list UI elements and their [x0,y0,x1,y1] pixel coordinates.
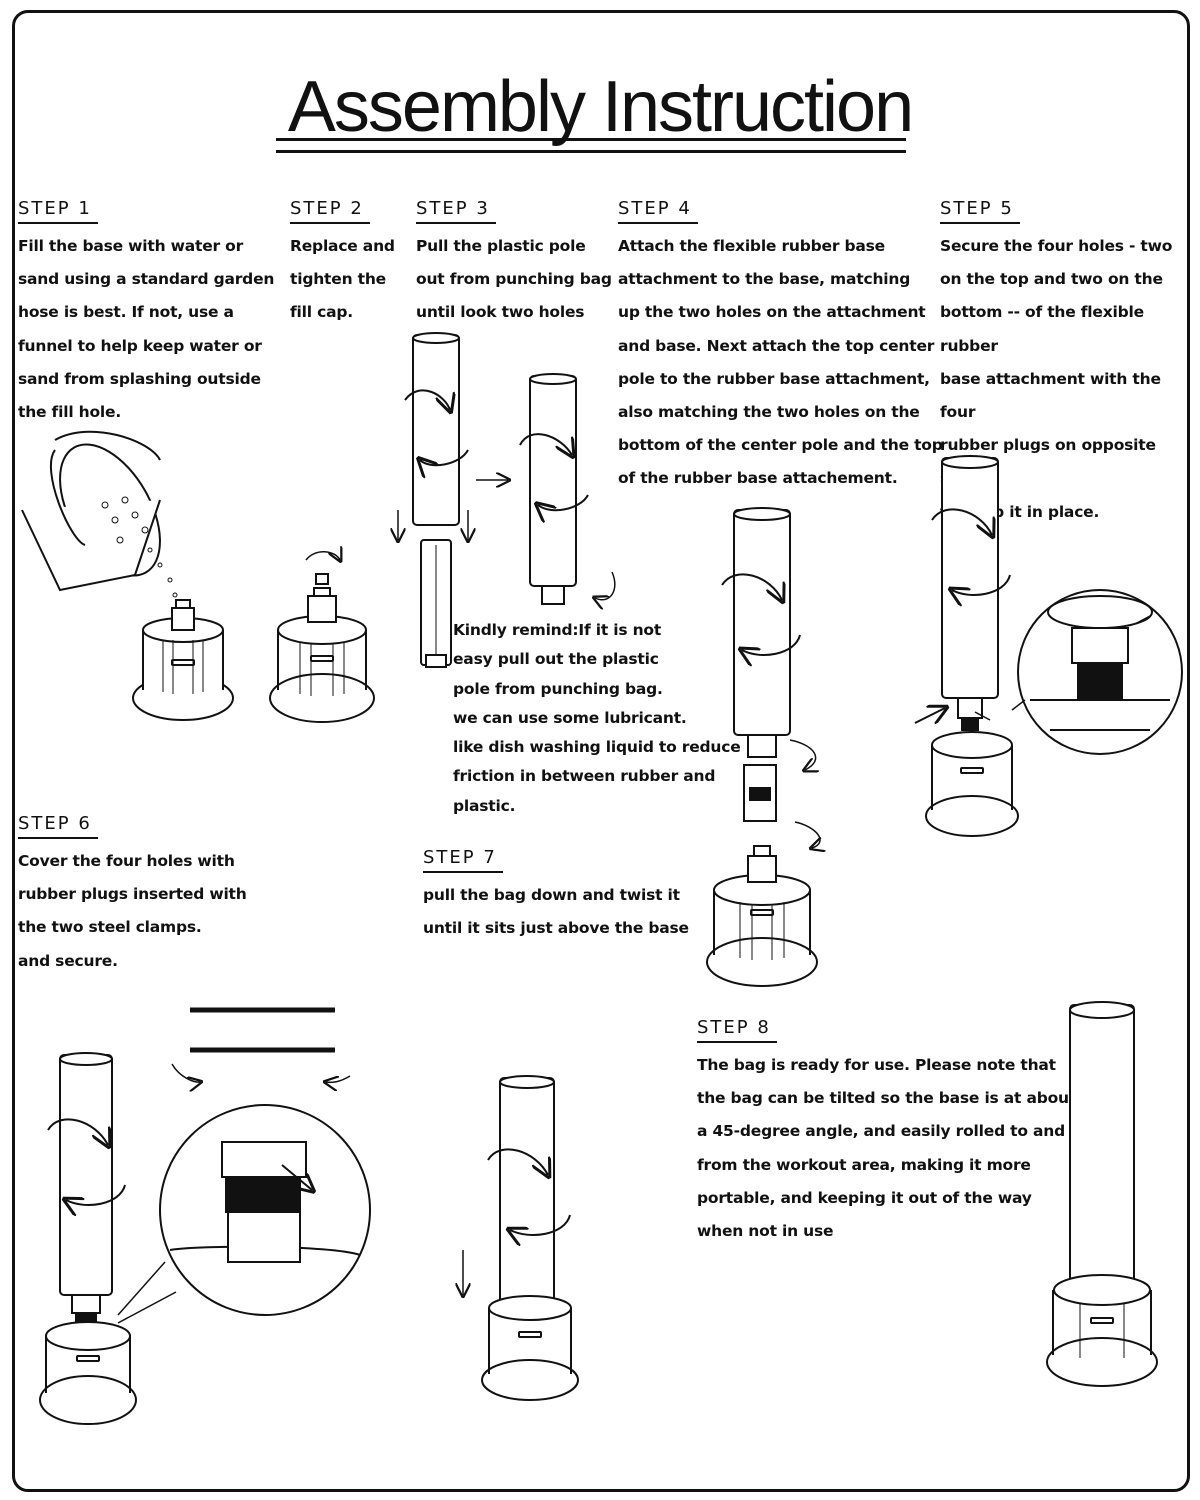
step-2-line: fill cap. [290,303,353,322]
step-3-line: out from punching bag [416,270,612,289]
ready-bag-illustration [1046,1001,1158,1387]
pole-pull-illustration [398,332,616,668]
step-6-line: Cover the four holes with [18,852,235,870]
step-4: STEP 4 Attach the flexible rubber base a… [618,198,943,496]
lubricant-note: Kindly remind:If it is not easy pull out… [453,616,741,821]
step-8-line: portable, and keeping it out of the way [697,1188,1032,1207]
step-1-line: the fill hole. [18,403,122,422]
step-3: STEP 3 Pull the plastic pole out from pu… [416,198,612,330]
step-4-line: Attach the flexible rubber base [618,237,885,255]
step-1-text: Fill the base with water or sand using a… [18,230,274,429]
sand-grains [101,496,183,608]
step-5-line: base attachment with the four [940,369,1161,422]
step-4-heading: STEP 4 [618,198,698,224]
note-line: pole from punching bag. [453,679,663,698]
step-1: STEP 1 Fill the base with water or sand … [18,198,274,429]
note-line: easy pull out the plastic [453,650,659,669]
step-3-heading: STEP 3 [416,198,496,224]
step-8-text: The bag is ready for use. Please note th… [697,1049,1076,1248]
step-7-text: pull the bag down and twist it until it … [423,879,689,945]
step-1-line: funnel to help keep water or [18,336,262,355]
step-6: STEP 6 Cover the four holes with rubber … [18,813,247,978]
step-4-line: pole to the rubber base attachment, [618,369,930,388]
step-8-line: the bag can be tilted so the base is at … [697,1089,1077,1108]
step-4-line: attachment to the base, matching [618,270,911,289]
step-7-heading: STEP 7 [423,847,503,873]
step-5-heading: STEP 5 [940,198,1020,224]
step-1-line: Fill the base with water or [18,237,244,255]
step-5-line: on the top and two on the [940,270,1163,289]
step-4-text: Attach the flexible rubber base attachme… [618,230,943,496]
title-underline-double [276,150,906,153]
step-4-line: and base. Next attach the top center [618,336,935,355]
step-3-text: Pull the plastic pole out from punching … [416,230,612,330]
note-line: plastic. [453,796,516,815]
step-1-line: hose is best. If not, use a [18,303,234,322]
step-6-line: the two steel clamps. [18,918,202,937]
step-6-line: rubber plugs inserted with [18,885,247,904]
step-2-text: Replace and tighten the fill cap. [290,230,395,330]
plug-secure-illustration [914,455,1183,837]
step-3-line: until look two holes [416,303,585,322]
step-7-line: until it sits just above the base [423,919,689,938]
step-8-heading: STEP 8 [697,1017,777,1043]
step-8-line: from the workout area, making it more [697,1155,1031,1174]
twist-down-illustration [463,1075,579,1401]
step-5-line: bottom -- of the flexible rubber [940,303,1144,355]
pole-attach-illustration [706,507,820,987]
step-8-line: a 45-degree angle, and easily rolled to … [697,1122,1066,1141]
step-2-line: Replace and [290,237,395,255]
step-1-heading: STEP 1 [18,198,98,224]
base-cap-illustration [269,552,375,723]
page-title: Assembly Instruction [287,67,914,147]
clamp-cover-illustration [39,1007,371,1425]
step-5-line: Secure the four holes - two [940,237,1173,255]
step-6-line: and secure. [18,951,118,970]
step-8: STEP 8 The bag is ready for use. Please … [697,1017,1076,1248]
title-underline [276,138,906,141]
note-line: Kindly remind:If it is not [453,621,662,639]
step-3-line: Pull the plastic pole [416,237,586,255]
step-2-line: tighten the [290,270,386,289]
step-6-text: Cover the four holes with rubber plugs i… [18,845,247,978]
step-4-line: of the rubber base attachement. [618,469,898,488]
note-line: friction in between rubber and [453,767,716,786]
step-8-line: The bag is ready for use. Please note th… [697,1056,1056,1074]
bucket-pour-illustration [21,430,234,721]
step-8-line: when not in use [697,1222,834,1241]
note-line: we can use some lubricant. [453,708,687,727]
note-line: like dish washing liquid to reduce [453,738,741,757]
step-1-line: sand using a standard garden [18,270,275,289]
step-2-heading: STEP 2 [290,198,370,224]
step-4-line: bottom of the center pole and the top [618,436,943,455]
step-7: STEP 7 pull the bag down and twist it un… [423,847,689,945]
step-7-line: pull the bag down and twist it [423,886,680,904]
step-2: STEP 2 Replace and tighten the fill cap. [290,198,395,330]
step-4-line: up the two holes on the attachment [618,303,926,322]
page-frame [12,10,1190,1492]
step-1-line: sand from splashing outside [18,369,261,388]
step-4-line: also matching the two holes on the [618,403,920,422]
step-6-heading: STEP 6 [18,813,98,839]
